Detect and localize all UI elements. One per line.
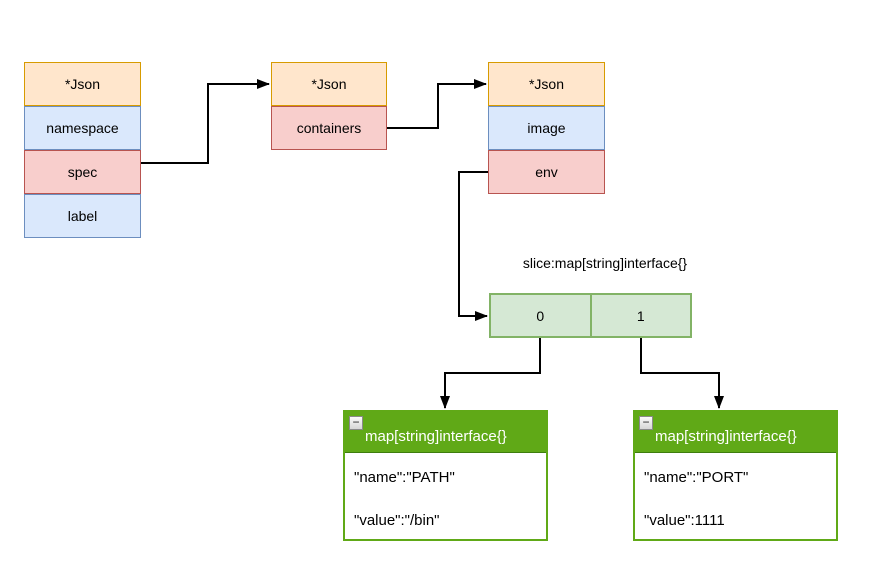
map-entry-value: "value":"/bin" <box>354 512 440 529</box>
node-map-port-header[interactable]: − map[string]interface{} <box>635 412 836 453</box>
connector-slice1-to-map-port <box>640 338 724 409</box>
node-json-container-title[interactable]: *Json <box>488 62 605 106</box>
slice-cell-0[interactable]: 0 <box>536 307 545 324</box>
map-entry-name: "name":"PATH" <box>354 469 455 486</box>
node-json-root[interactable]: *Json namespace spec label <box>24 62 141 238</box>
connector-slice0-to-map-path <box>440 338 541 409</box>
connector-spec-to-json-spec <box>141 79 270 164</box>
field-image[interactable]: image <box>488 106 605 150</box>
collapse-icon[interactable]: − <box>349 416 363 430</box>
node-json-spec[interactable]: *Json containers <box>271 62 387 150</box>
slice-type-label: slice:map[string]interface{} <box>522 255 688 271</box>
node-map-path-title: map[string]interface{} <box>365 427 507 445</box>
node-map-path-body: "name":"PATH" "value":"/bin" <box>345 453 546 542</box>
node-map-path[interactable]: − map[string]interface{} "name":"PATH" "… <box>343 410 548 541</box>
map-entry-name: "name":"PORT" <box>644 469 749 486</box>
map-entry-value: "value":1111 <box>644 512 725 529</box>
node-json-root-title[interactable]: *Json <box>24 62 141 106</box>
node-map-port-title: map[string]interface{} <box>655 427 797 445</box>
slice-cell-1[interactable]: 1 <box>589 295 691 336</box>
node-json-container[interactable]: *Json image env <box>488 62 605 194</box>
connector-env-to-slice <box>458 171 488 321</box>
field-containers[interactable]: containers <box>271 106 387 150</box>
field-label[interactable]: label <box>24 194 141 238</box>
node-map-path-header[interactable]: − map[string]interface{} <box>345 412 546 453</box>
field-namespace[interactable]: namespace <box>24 106 141 150</box>
node-slice[interactable]: 0 1 <box>489 293 692 338</box>
field-env[interactable]: env <box>488 150 605 194</box>
node-map-port[interactable]: − map[string]interface{} "name":"PORT" "… <box>633 410 838 541</box>
node-map-port-body: "name":"PORT" "value":1111 <box>635 453 836 542</box>
connector-containers-to-json-container <box>387 79 487 129</box>
collapse-icon[interactable]: − <box>639 416 653 430</box>
node-json-spec-title[interactable]: *Json <box>271 62 387 106</box>
field-spec[interactable]: spec <box>24 150 141 194</box>
